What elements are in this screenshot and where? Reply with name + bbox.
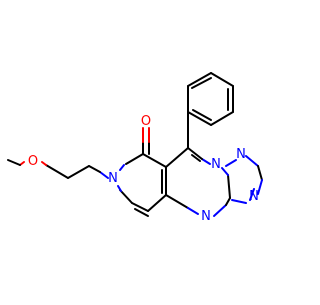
triazole-nitrogen-top-label: N [236,147,246,162]
methoxypropyl-chain [7,159,109,179]
pyridone-nitrogen-label: N [108,171,118,186]
bridgehead-nitrogen-label: N [211,157,221,172]
pyridone-n-bond-up [119,164,125,171]
pyrimidine-nitrogen-label: N [201,209,211,224]
ether-oxygen-label: O [28,154,38,169]
carbonyl-group [142,127,150,155]
structure-canvas: O O N N N N N [7,72,263,224]
molecule-diagram: O O N N N N N [7,72,263,224]
pyridone-ring [119,153,167,217]
phenyl-ring [187,72,234,126]
triazole-ring [225,155,263,204]
pyridone-n-bond-down [117,185,122,192]
pyrimidine-ring [161,147,231,217]
triazole-nitrogen-right-label: N [249,189,259,204]
carbonyl-oxygen-label: O [141,114,151,129]
